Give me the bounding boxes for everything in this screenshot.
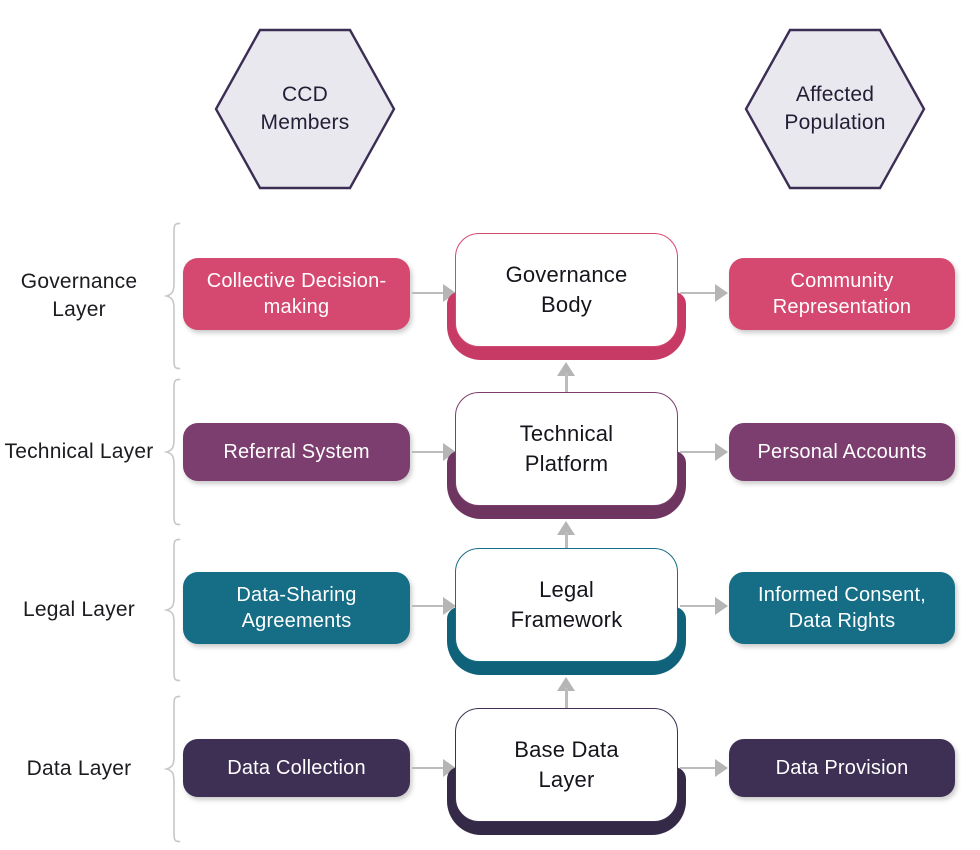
up-arrow-icon	[556, 521, 576, 548]
right-arrow-icon	[680, 283, 728, 303]
layer-label-data: Data Layer	[26, 756, 132, 780]
hexagon-label: Affected Population	[784, 82, 886, 134]
hexagon-shape	[744, 28, 926, 190]
layer-label-legal: Legal Layer	[23, 597, 135, 621]
core-box-label: Technical Platform	[519, 420, 614, 476]
layer-label-technical: Technical Layer	[4, 439, 154, 463]
output-box-legal: Informed Consent, Data Rights	[729, 572, 955, 644]
hexagon-shape	[214, 28, 396, 190]
core-box-label: Base Data Layer	[514, 736, 619, 792]
core-box-governance: Governance Body	[447, 233, 686, 360]
input-box-data: Data Collection	[183, 739, 410, 797]
output-box-data: Data Provision	[729, 739, 955, 797]
brace-icon	[162, 695, 182, 843]
hexagon-label: CCD Members	[260, 82, 350, 134]
input-box-governance: Collective Decision-making	[183, 258, 410, 330]
core-box-data: Base Data Layer	[447, 708, 686, 835]
input-box-technical: Referral System	[183, 423, 410, 481]
core-box-label: Governance Body	[505, 261, 628, 317]
up-arrow-icon	[556, 677, 576, 708]
brace-icon	[162, 222, 182, 370]
right-arrow-icon	[680, 758, 728, 778]
core-box-label: Legal Framework	[510, 576, 623, 632]
up-arrow-icon	[556, 362, 576, 392]
core-box-technical: Technical Platform	[447, 392, 686, 519]
output-box-technical: Personal Accounts	[729, 423, 955, 481]
brace-icon	[162, 538, 182, 682]
core-box-legal: Legal Framework	[447, 548, 686, 675]
brace-icon	[162, 378, 182, 526]
output-box-governance: Community Representation	[729, 258, 955, 330]
right-arrow-icon	[680, 442, 728, 462]
input-box-legal: Data-Sharing Agreements	[183, 572, 410, 644]
right-arrow-icon	[680, 596, 728, 616]
hexagon-affected-population: Affected Population	[744, 28, 926, 190]
hexagon-ccd-members: CCD Members	[214, 28, 396, 190]
layer-label-governance: Governance Layer	[20, 269, 138, 321]
